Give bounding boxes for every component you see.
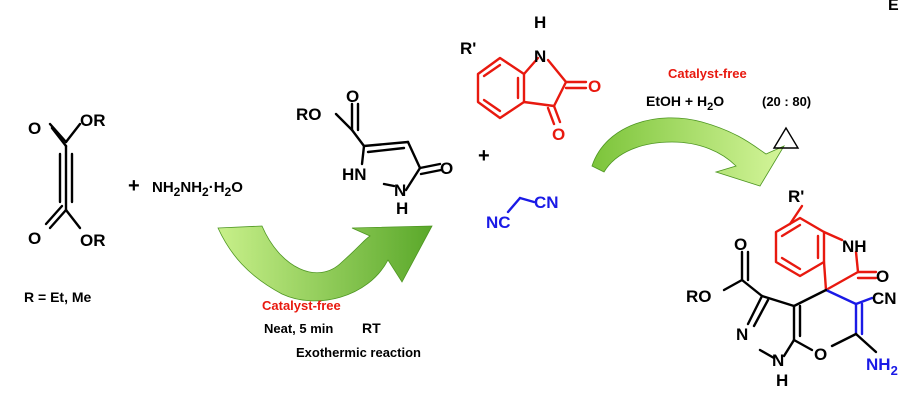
product-ro-label: RO xyxy=(686,287,712,306)
product-h-label: H xyxy=(776,371,788,390)
pyrazolone-h-label: H xyxy=(396,199,408,218)
step1-temperature: RT xyxy=(362,320,381,336)
ester-or-label-top: OR xyxy=(80,111,106,130)
step1-catalyst-label: Catalyst-free xyxy=(262,298,341,313)
product-ester-o-label: O xyxy=(734,235,747,254)
plus-sign: + xyxy=(128,175,140,197)
step2-catalyst-label: Catalyst-free xyxy=(668,66,747,81)
product-pyranopyrazole-core xyxy=(722,250,878,360)
ester-or-label-bottom: OR xyxy=(80,231,106,250)
isatin-n-label: N xyxy=(534,47,546,66)
corner-mark: E xyxy=(888,0,899,14)
isatin-h-label: H xyxy=(534,13,546,32)
pyrazolone-intermediate: RO O HN N H O xyxy=(296,87,453,218)
product-amino-label: NH2 xyxy=(866,355,898,378)
isatin-o-label-2: O xyxy=(552,125,565,144)
product-lactam-o-label: O xyxy=(876,267,889,286)
step2-solvent-label: EtOH + H2O xyxy=(646,93,724,113)
hydrazine-hydrate-label: NH2NH2·H2O xyxy=(152,179,243,199)
isatin-o-label-1: O xyxy=(588,77,601,96)
product-nh-label: NH xyxy=(842,237,867,256)
dialkyl-acetylenedicarboxylate: O OR O OR xyxy=(28,111,106,250)
product-n1-label: N xyxy=(736,325,748,344)
carbonyl-oxygen-label-bottom: O xyxy=(28,229,41,248)
malononitrile xyxy=(506,196,536,214)
product-oxindole-moiety xyxy=(774,204,878,292)
curved-reaction-arrow-2 xyxy=(591,117,785,187)
pyrazolone-ro-label: RO xyxy=(296,105,322,124)
isatin-r-prime-label: R' xyxy=(460,39,476,58)
heat-triangle-icon xyxy=(772,126,800,149)
product-cn-label: CN xyxy=(872,289,897,308)
product-n2-label: N xyxy=(772,351,784,370)
isatin xyxy=(476,56,588,126)
step2-solvent-ratio: (20 : 80) xyxy=(762,94,811,109)
pyrazolone-n-label: N xyxy=(394,181,406,200)
r-definition: R = Et, Me xyxy=(24,289,92,305)
carbonyl-oxygen-label: O xyxy=(28,119,41,138)
pyrazolone-hn-label: HN xyxy=(342,165,367,184)
step1-conditions: Neat, 5 min xyxy=(264,321,333,336)
product-pyran-o-label: O xyxy=(814,345,827,364)
product-r-prime-label: R' xyxy=(788,187,804,206)
step1-exothermic-note: Exothermic reaction xyxy=(296,345,421,360)
malononitrile-cn-label: CN xyxy=(534,193,559,212)
plus-sign-2: + xyxy=(478,145,490,167)
malononitrile-nc-label: NC xyxy=(486,213,511,232)
curved-reaction-arrow-1 xyxy=(217,225,433,302)
pyrazolone-carbonyl-o: O xyxy=(346,87,359,106)
pyrazolone-o-label: O xyxy=(440,159,453,178)
